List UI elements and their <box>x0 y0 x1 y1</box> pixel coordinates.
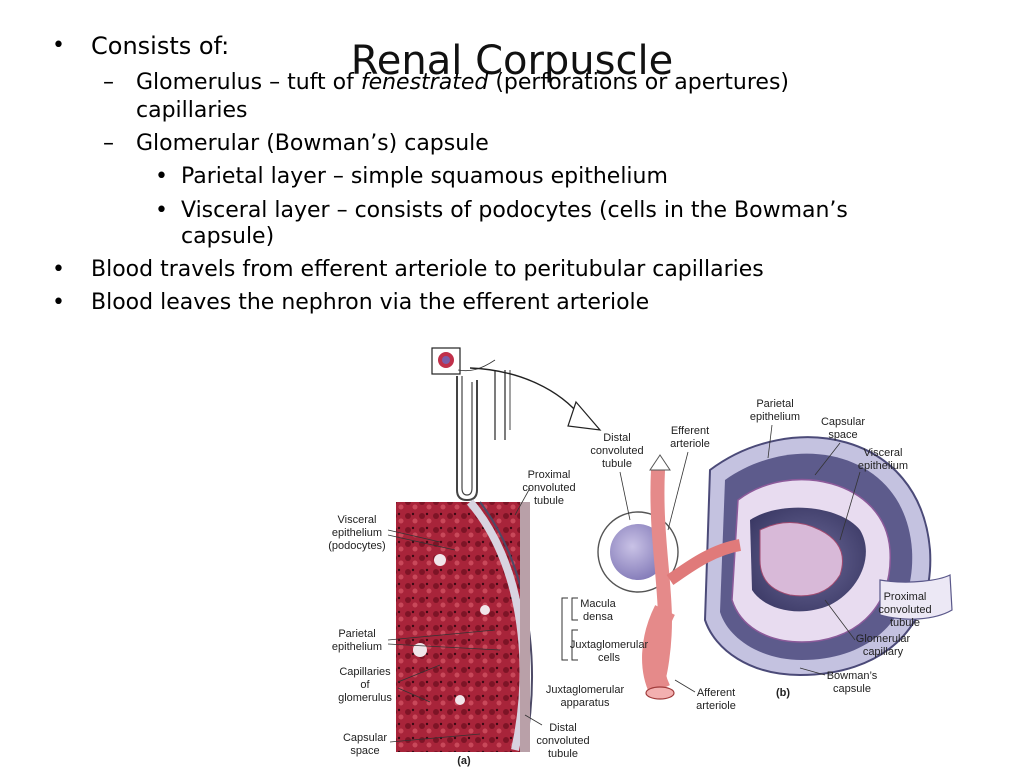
dash-marker: – <box>103 131 114 156</box>
panel-a-tag: (a) <box>457 755 471 767</box>
panel-b-tag: (b) <box>776 687 790 699</box>
panel-b-labels: Distal convoluted tubule Efferent arteri… <box>546 398 932 712</box>
bullet-marker: • <box>155 164 168 189</box>
svg-text:Proximal: Proximal <box>528 469 571 481</box>
svg-text:Parietal: Parietal <box>338 628 375 640</box>
svg-text:Capillaries: Capillaries <box>339 666 391 678</box>
svg-text:capsule: capsule <box>833 683 871 695</box>
bullet-text: (perforations or apertures) <box>488 70 790 95</box>
svg-text:convoluted: convoluted <box>536 735 589 747</box>
micrograph-panel-a <box>396 499 533 752</box>
bullet-marker: • <box>52 33 65 58</box>
svg-text:capillary: capillary <box>863 646 904 658</box>
svg-text:Proximal: Proximal <box>884 591 927 603</box>
bullet-text: Blood travels from efferent arteriole to… <box>91 257 764 282</box>
svg-text:space: space <box>350 745 379 757</box>
svg-text:arteriole: arteriole <box>696 700 736 712</box>
svg-text:epithelium: epithelium <box>858 460 908 472</box>
svg-text:convoluted: convoluted <box>522 482 575 494</box>
svg-text:tubule: tubule <box>890 617 920 629</box>
svg-text:convoluted: convoluted <box>878 604 931 616</box>
svg-text:cells: cells <box>598 652 621 664</box>
bullet-text: Parietal layer – simple squamous epithel… <box>181 164 668 189</box>
svg-text:Visceral: Visceral <box>864 447 903 459</box>
bullet-emphasis: fenestrated <box>360 70 489 95</box>
dash-marker: – <box>103 70 114 95</box>
svg-text:space: space <box>828 429 857 441</box>
svg-text:tubule: tubule <box>602 458 632 470</box>
bullet-text: Consists of: <box>91 32 230 60</box>
svg-text:Parietal: Parietal <box>756 398 793 410</box>
svg-text:Capsular: Capsular <box>343 732 387 744</box>
svg-text:Distal: Distal <box>549 722 577 734</box>
bullet-text: Visceral layer – consists of podocytes (… <box>181 198 848 223</box>
bullet-marker: • <box>52 257 65 282</box>
svg-text:of: of <box>360 679 370 691</box>
svg-text:arteriole: arteriole <box>670 438 710 450</box>
svg-text:tubule: tubule <box>534 495 564 507</box>
svg-text:convoluted: convoluted <box>590 445 643 457</box>
svg-text:densa: densa <box>583 611 614 623</box>
svg-text:Capsular: Capsular <box>821 416 865 428</box>
bullet-text: Blood leaves the nephron via the efferen… <box>91 290 650 315</box>
svg-text:Visceral: Visceral <box>338 514 377 526</box>
slide-title: Renal Corpuscle <box>350 38 674 84</box>
illustration-panel-b <box>561 436 953 700</box>
bullet-continuation: capillaries <box>136 98 248 123</box>
svg-text:Glomerular: Glomerular <box>856 633 911 645</box>
bullet-text: Glomerulus – tuft of <box>136 70 361 95</box>
svg-text:Afferent: Afferent <box>697 687 735 699</box>
svg-text:Macula: Macula <box>580 598 616 610</box>
bullet-marker: • <box>155 198 168 223</box>
panel-a-labels: Proximal convoluted tubule Visceral epit… <box>328 469 589 767</box>
svg-text:apparatus: apparatus <box>561 697 610 709</box>
nephron-schematic <box>431 347 602 502</box>
svg-text:Juxtaglomerular: Juxtaglomerular <box>546 684 625 696</box>
svg-text:epithelium: epithelium <box>750 411 800 423</box>
bullet-marker: • <box>52 290 65 315</box>
svg-text:Bowman’s: Bowman’s <box>827 670 878 682</box>
svg-text:glomerulus: glomerulus <box>338 692 392 704</box>
bullet-continuation: capsule) <box>181 224 275 249</box>
svg-text:(podocytes): (podocytes) <box>328 540 385 552</box>
svg-text:tubule: tubule <box>548 748 578 760</box>
svg-text:epithelium: epithelium <box>332 641 382 653</box>
renal-corpuscle-figure: Proximal convoluted tubule Visceral epit… <box>328 347 953 767</box>
bullet-text: Glomerular (Bowman’s) capsule <box>136 131 489 156</box>
svg-text:Efferent: Efferent <box>671 425 709 437</box>
svg-text:Juxtaglomerular: Juxtaglomerular <box>570 639 649 651</box>
svg-text:Distal: Distal <box>603 432 631 444</box>
svg-text:epithelium: epithelium <box>332 527 382 539</box>
